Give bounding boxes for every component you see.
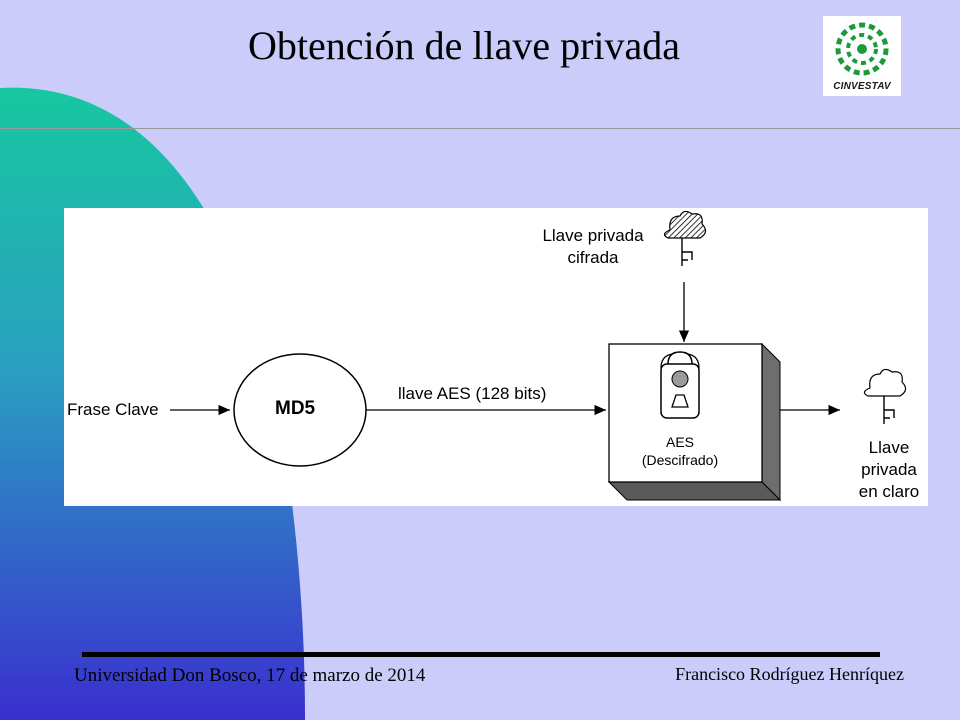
diagram-graphics [170,210,907,502]
aes-key-label: llave AES (128 bits) [398,384,547,403]
title-divider [0,128,960,129]
aes-label-line2: (Descifrado) [641,452,719,468]
encrypted-key-label-line1: Llave privada [542,226,644,245]
aes-label-line1: AES [665,434,694,450]
plain-key-icon [863,368,907,424]
output-label-line1: Llave [868,438,910,457]
md5-label: MD5 [275,398,316,419]
slide-title: Obtención de llave privada [247,23,681,68]
input-label: Frase Clave [67,400,159,419]
footer-divider [82,652,880,657]
process-diagram: Frase Clave MD5 llave AES (128 bits) Lla… [64,208,928,506]
encrypted-key-label-line2: cifrada [567,248,619,267]
cinvestav-logo: CINVESTAV [823,16,901,96]
output-label-line3: en claro [858,482,920,501]
footer-university-date: Universidad Don Bosco, 17 de marzo de 20… [74,665,426,686]
output-label-line2: privada [861,460,917,479]
lock-icon [660,351,700,419]
encrypted-key-icon [663,210,707,266]
logo-emblem-icon [835,22,889,76]
footer-author: Francisco Rodríguez Henríquez [675,664,904,684]
logo-text: CINVESTAV [833,81,891,92]
